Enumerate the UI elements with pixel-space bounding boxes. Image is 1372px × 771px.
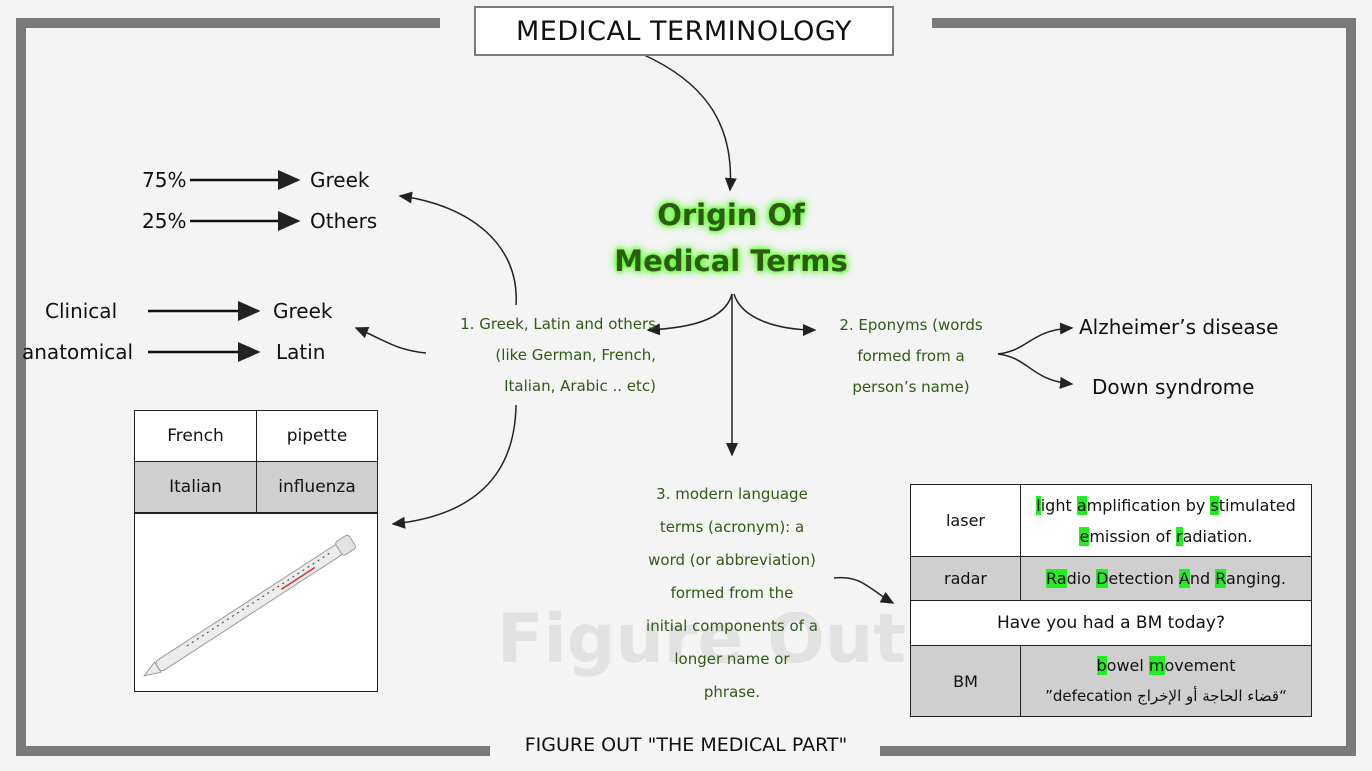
pipette-illustration [143,534,356,677]
word-cell: influenza [256,461,378,513]
branch1-line-2: (like German, French, [495,346,656,364]
language-cell: French [134,410,257,462]
table-row: French pipette [134,410,378,462]
arrow-origin-to-branch1 [646,293,733,336]
branch3-line-4: formed from the [670,584,794,602]
bm-arabic-line: ”defecation قضاء الحاجة أو الإخراج“ [1045,687,1287,705]
origin-line-1: Origin Of [657,198,805,232]
bm-question: Have you had a BM today? [910,600,1312,646]
branch1-text: 1. Greek, Latin and others (like German,… [400,309,656,402]
acronym-definition: bowel movement ”defecation قضاء الحاجة أ… [1020,645,1312,717]
branch1-line-3: Italian, Arabic .. etc) [504,377,656,395]
table-row-bm: BM bowel movement ”defecation قضاء الحاج… [910,645,1312,717]
branch3-line-3: word (or abbreviation) [648,551,816,569]
branch2-line-3: person’s name) [852,378,970,396]
branch3-line-2: terms (acronym): a [659,518,805,536]
arrow-title-to-origin [641,53,737,192]
frame-bottom-right [880,746,1356,756]
frame-left [16,18,26,756]
branch2-text: 2. Eponyms (words formed from a person’s… [826,310,996,403]
acronym-term: laser [910,484,1021,557]
term-target-latin: Latin [276,340,326,364]
frame-top-right [932,18,1356,28]
acronym-table: laser light amplification by stimulated … [910,484,1312,717]
frame-right [1346,18,1356,756]
term-kind-clinical: Clinical [45,299,118,323]
table-row-laser: laser light amplification by stimulated … [910,484,1312,557]
page-title: MEDICAL TERMINOLOGY [474,6,894,56]
percent-value-25: 25% [142,209,187,233]
arrow-branch2-to-alzheimer [997,322,1074,355]
acronym-term: radar [910,556,1021,601]
arrow-branch1-to-terms [354,327,427,354]
arrow-branch2-to-down [997,353,1074,389]
eponym-down: Down syndrome [1092,375,1255,399]
branch2-line-2: formed from a [857,347,965,365]
branch3-line-7: phrase. [703,683,761,701]
frame-bottom-left [16,746,490,756]
table-row-radar: radar Radio Detection And Ranging. [910,556,1312,601]
branch3-text: 3. modern language terms (acronym): a wo… [620,478,844,709]
table-row-question: Have you had a BM today? [910,600,1312,646]
language-table: French pipette Italian influenza [134,410,378,513]
branch3-line-5: initial components of a [646,617,818,635]
watermark-logo: Figure Out [497,600,906,679]
percent-value-75: 75% [142,168,187,192]
percent-target-greek: Greek [310,168,370,192]
term-target-greek: Greek [273,299,333,323]
word-cell: pipette [256,410,378,462]
branch3-line-6: longer name or [674,650,790,668]
language-cell: Italian [134,461,257,513]
percent-target-others: Others [310,209,378,233]
footer-caption: FIGURE OUT "THE MEDICAL PART" [524,734,848,756]
pipette-image [134,513,378,692]
frame-top-left [16,18,440,28]
acronym-definition: light amplification by stimulated emissi… [1020,484,1312,557]
acronym-term: BM [910,645,1021,717]
branch3-line-1: 3. modern language [656,485,808,503]
origin-line-2: Medical Terms [614,244,848,278]
arrow-origin-to-branch2 [733,293,817,336]
table-row: Italian influenza [134,461,378,513]
arrow-branch1-to-percent [398,191,517,306]
arrow-branch1-to-pipette [391,404,517,529]
acronym-definition: Radio Detection And Ranging. [1020,556,1312,601]
branch2-line-1: 2. Eponyms (words [839,316,983,334]
arrow-branch3-to-table [833,576,895,604]
origin-heading: Origin Of Medical Terms [600,192,862,284]
branch1-line-1: 1. Greek, Latin and others [460,315,656,333]
term-kind-anatomical: anatomical [22,340,134,364]
eponym-alzheimer: Alzheimer’s disease [1079,315,1279,339]
